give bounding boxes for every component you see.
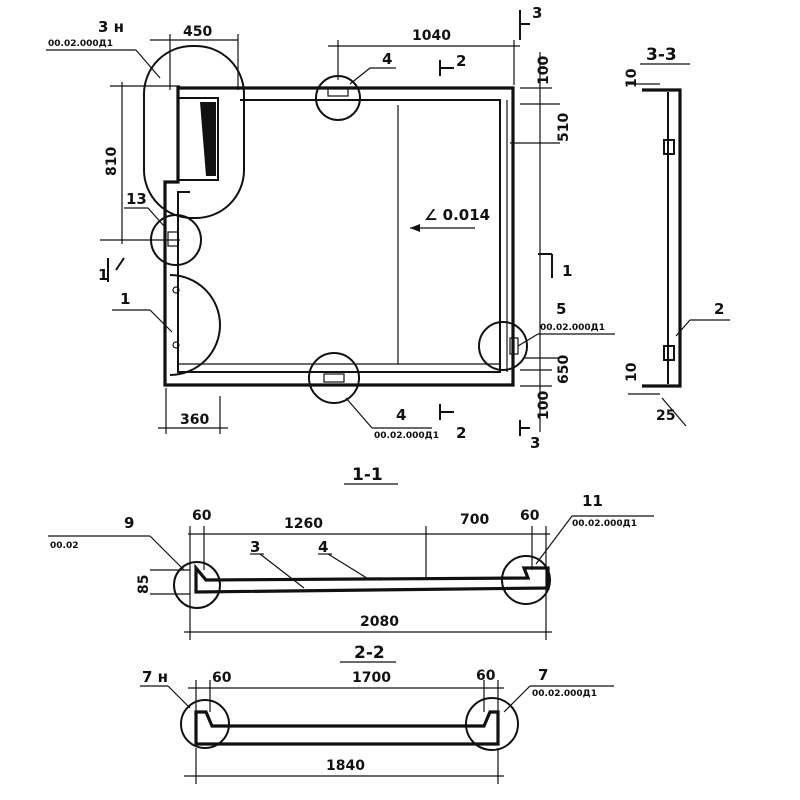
callout-1: 1 bbox=[120, 290, 130, 308]
section-1-1-callout-11-ref: 00.02.000Д1 bbox=[572, 519, 637, 529]
section-2-2: 2-2 60 1700 60 1840 7 н 7 00.02.000Д1 bbox=[140, 643, 614, 784]
cut2-top: 2 bbox=[456, 52, 466, 70]
section-2-2-leader-7 bbox=[503, 685, 531, 713]
section-1-1-title: 1-1 bbox=[352, 465, 383, 485]
section-1-1-callout-4: 4 bbox=[318, 538, 328, 556]
dim-650: 650 bbox=[556, 355, 572, 384]
section-2-2-callout-7: 7 bbox=[538, 666, 548, 684]
dim-1040: 1040 bbox=[412, 28, 451, 44]
section-1-1-callout-11: 11 bbox=[582, 492, 603, 510]
callout-13: 13 bbox=[126, 190, 147, 208]
section-3-3-callout-2: 2 bbox=[714, 300, 724, 318]
detail-1-dot bbox=[172, 286, 180, 294]
slope-arrow-head bbox=[410, 224, 420, 232]
section-3-3-detail-top bbox=[663, 139, 675, 155]
section-1-1-dim-85: 85 bbox=[136, 575, 152, 594]
section-2-2-callout-7n: 7 н bbox=[142, 668, 168, 686]
section-1-1-leader-3 bbox=[259, 553, 305, 589]
callout-3n-bubble bbox=[143, 45, 245, 219]
section-1-1-callout-9-ref: 00.02 bbox=[50, 541, 78, 551]
cut1-right: 1 bbox=[562, 262, 572, 280]
section-3-3-ext-25 bbox=[661, 397, 687, 427]
cut3-bottom: 3 bbox=[530, 434, 540, 452]
section-1-1-top-line bbox=[205, 577, 529, 581]
section-2-2-dim-60-right: 60 bbox=[476, 668, 496, 684]
section-1-1-circle-right bbox=[501, 555, 551, 605]
section-2-2-dim-1700: 1700 bbox=[352, 670, 391, 686]
callout-3n-label: 3 н bbox=[98, 18, 124, 36]
callout-5-label: 5 bbox=[556, 300, 566, 318]
callout-4-top-circle bbox=[315, 75, 361, 121]
detail-13-plate bbox=[167, 231, 179, 247]
section-3-3-dim-10-bottom: 10 bbox=[624, 362, 640, 382]
cut2-bottom: 2 bbox=[456, 424, 466, 442]
callout-4-bottom-circle bbox=[308, 352, 360, 404]
dim-450: 450 bbox=[183, 24, 212, 40]
plan-view: ∠ 0.014 450 1040 810 360 100 510 650 100 bbox=[46, 4, 615, 452]
plan-notch bbox=[177, 97, 219, 181]
section-3-3-detail-bottom bbox=[663, 345, 675, 361]
leader-1 bbox=[149, 309, 173, 333]
callout-5-ref: 00.02.000Д1 bbox=[540, 323, 605, 333]
section-1-1-dim-60-right: 60 bbox=[520, 508, 540, 524]
section-3-3-dim-25: 25 bbox=[656, 408, 675, 424]
section-1-1-callout-3: 3 bbox=[250, 538, 260, 556]
section-1-1-circle-left bbox=[173, 561, 221, 609]
dim-510: 510 bbox=[556, 113, 572, 142]
section-2-2-circle-left bbox=[180, 699, 230, 749]
section-1-1-dim-2080: 2080 bbox=[360, 614, 399, 630]
plan-inner-frame bbox=[177, 99, 501, 373]
section-1-1-leader-9 bbox=[149, 535, 185, 571]
plan-notch-fill bbox=[200, 102, 216, 176]
section-1-1-dim-700: 700 bbox=[460, 512, 489, 528]
callout-5-circle bbox=[478, 321, 528, 371]
dim-100-bottom: 100 bbox=[536, 391, 552, 420]
cut1-left-arrow bbox=[115, 257, 125, 271]
section-3-3-profile bbox=[642, 88, 682, 388]
callout-4-bottom: 4 bbox=[396, 406, 406, 424]
detail-bottom-plate bbox=[323, 373, 345, 383]
section-2-2-profile bbox=[194, 710, 500, 746]
section-2-2-title: 2-2 bbox=[354, 643, 385, 663]
cut3-top: 3 bbox=[532, 4, 542, 22]
callout-3n-ref: 00.02.000Д1 bbox=[48, 39, 113, 49]
leader-5 bbox=[517, 333, 539, 347]
callout-1-half-circle bbox=[169, 274, 221, 376]
leader-3n bbox=[135, 49, 161, 79]
section-2-2-leader-7n bbox=[167, 685, 191, 709]
section-2-2-dim-60-left: 60 bbox=[212, 670, 232, 686]
section-3-3-title: 3-3 bbox=[646, 45, 677, 65]
section-3-3: 3-3 10 10 25 2 bbox=[624, 45, 730, 427]
dim-100-top: 100 bbox=[536, 56, 552, 85]
plan-outer-frame bbox=[163, 86, 515, 387]
callout-4-bottom-ref: 00.02.000Д1 bbox=[374, 431, 439, 441]
section-2-2-dim-1840: 1840 bbox=[326, 758, 365, 774]
section-1-1-callout-9: 9 bbox=[124, 514, 134, 532]
slope-label: ∠ 0.014 bbox=[424, 206, 490, 224]
cut1-left: 1 bbox=[98, 266, 108, 284]
section-1-1: 1-1 60 1260 700 60 85 2080 9 00.02 3 bbox=[48, 465, 654, 640]
leader-13 bbox=[147, 207, 165, 227]
section-3-3-dim-10-top: 10 bbox=[624, 68, 640, 88]
callout-4-top: 4 bbox=[382, 50, 392, 68]
section-2-2-callout-7-ref: 00.02.000Д1 bbox=[532, 689, 597, 699]
detail-top-plate bbox=[327, 87, 349, 97]
dim-360: 360 bbox=[180, 412, 209, 428]
section-1-1-dim-1260: 1260 bbox=[284, 516, 323, 532]
section-1-1-leader-4 bbox=[327, 553, 371, 581]
leader-4-top bbox=[349, 67, 371, 85]
section-2-2-circle-right bbox=[465, 697, 519, 751]
detail-1-dot2 bbox=[172, 341, 180, 349]
dim-810: 810 bbox=[104, 147, 120, 176]
section-3-3-leader bbox=[675, 319, 691, 337]
section-1-1-leader-11 bbox=[535, 515, 573, 565]
section-1-1-dim-60-left: 60 bbox=[192, 508, 212, 524]
leader-4-bottom bbox=[345, 397, 373, 429]
